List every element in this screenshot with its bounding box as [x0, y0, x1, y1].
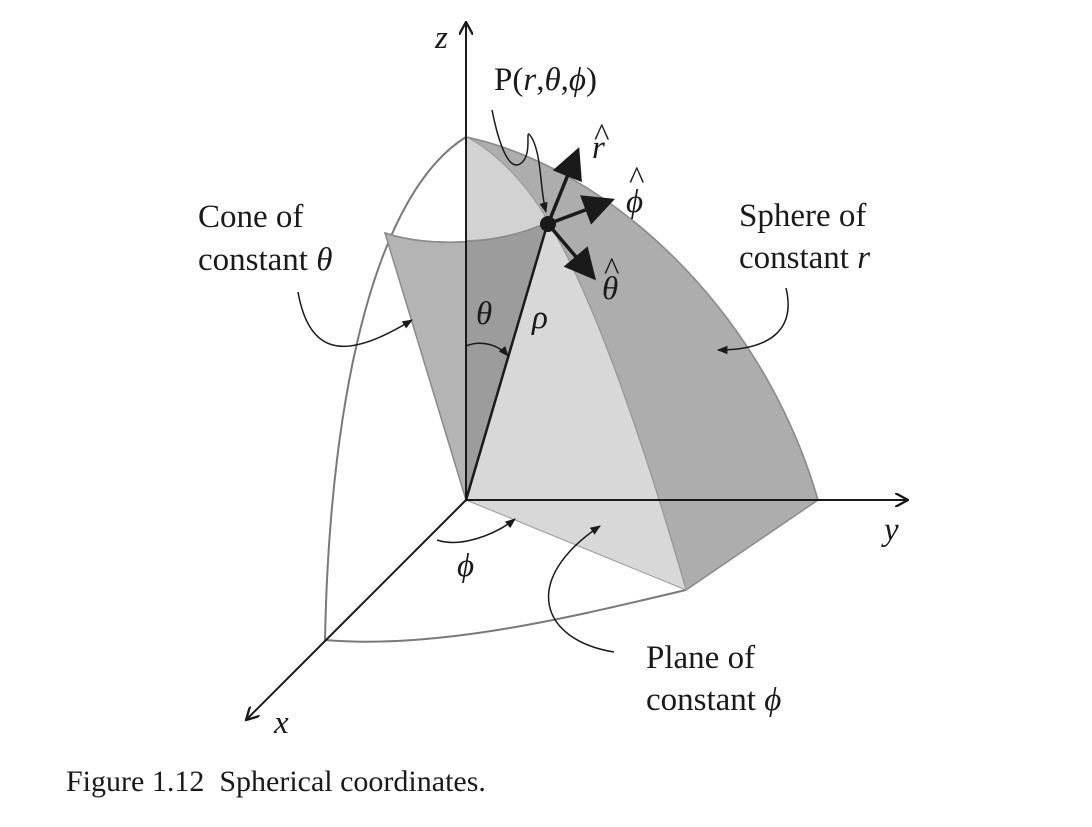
z-axis-label: z — [434, 20, 448, 56]
p-leader — [491, 109, 548, 214]
r-hat-vector — [546, 147, 582, 225]
plane-label-line2: constant ϕ — [646, 682, 781, 718]
theta-hat-hat: ^ — [604, 252, 620, 288]
plane-label-symbol: ϕ — [764, 682, 781, 718]
plane-label-text: constant — [646, 682, 764, 718]
point-label-suffix: ) — [586, 62, 597, 98]
theta-hat-vector — [546, 222, 597, 281]
point-label-sep1: , — [536, 62, 544, 98]
phi-hat-vector — [547, 195, 615, 226]
cone-label-line1: Cone of — [198, 199, 303, 235]
rho-label: ρ — [531, 300, 548, 336]
point-label: P(r,θ,ϕ) — [494, 62, 597, 98]
point-label-theta: θ — [544, 62, 560, 98]
point-label-r: r — [523, 62, 536, 98]
r-hat-label: r — [592, 130, 605, 166]
plane-leader — [547, 525, 615, 653]
theta-hat-label: θ — [602, 271, 618, 307]
y-axis-label: y — [881, 512, 899, 548]
sphere-label-text: constant — [739, 240, 857, 276]
point-label-sep2: , — [561, 62, 569, 98]
x-axis-label: x — [273, 705, 289, 741]
cone-leader — [297, 291, 413, 348]
x-axis — [246, 499, 467, 720]
figure-caption: Figure 1.12 Spherical coordinates. — [66, 765, 486, 798]
rho-line — [464, 221, 550, 501]
theta-arc — [465, 342, 509, 357]
sphere-label-line2: constant r — [739, 240, 870, 276]
cone-label-line2: constant θ — [198, 242, 332, 278]
sphere-leader — [716, 287, 789, 355]
phi-arc — [436, 518, 516, 544]
phi-hat-hat: ^ — [629, 161, 645, 197]
outer-sphere-outline — [323, 136, 687, 643]
phi-angle-label: ϕ — [457, 548, 474, 584]
sphere-rim-top — [465, 136, 819, 501]
r-hat-hat: ^ — [594, 118, 610, 154]
sphere-label-symbol: r — [857, 240, 870, 276]
cone-label-text: constant — [198, 242, 316, 278]
phi-hat-label: ϕ — [626, 184, 643, 220]
plane-label-line1: Plane of — [646, 640, 755, 676]
point-label-phi: ϕ — [569, 62, 586, 98]
cone-label-symbol: θ — [316, 242, 332, 278]
point-label-prefix: P( — [494, 62, 523, 98]
theta-angle-label: θ — [476, 296, 492, 332]
sphere-label-line1: Sphere of — [739, 198, 866, 234]
